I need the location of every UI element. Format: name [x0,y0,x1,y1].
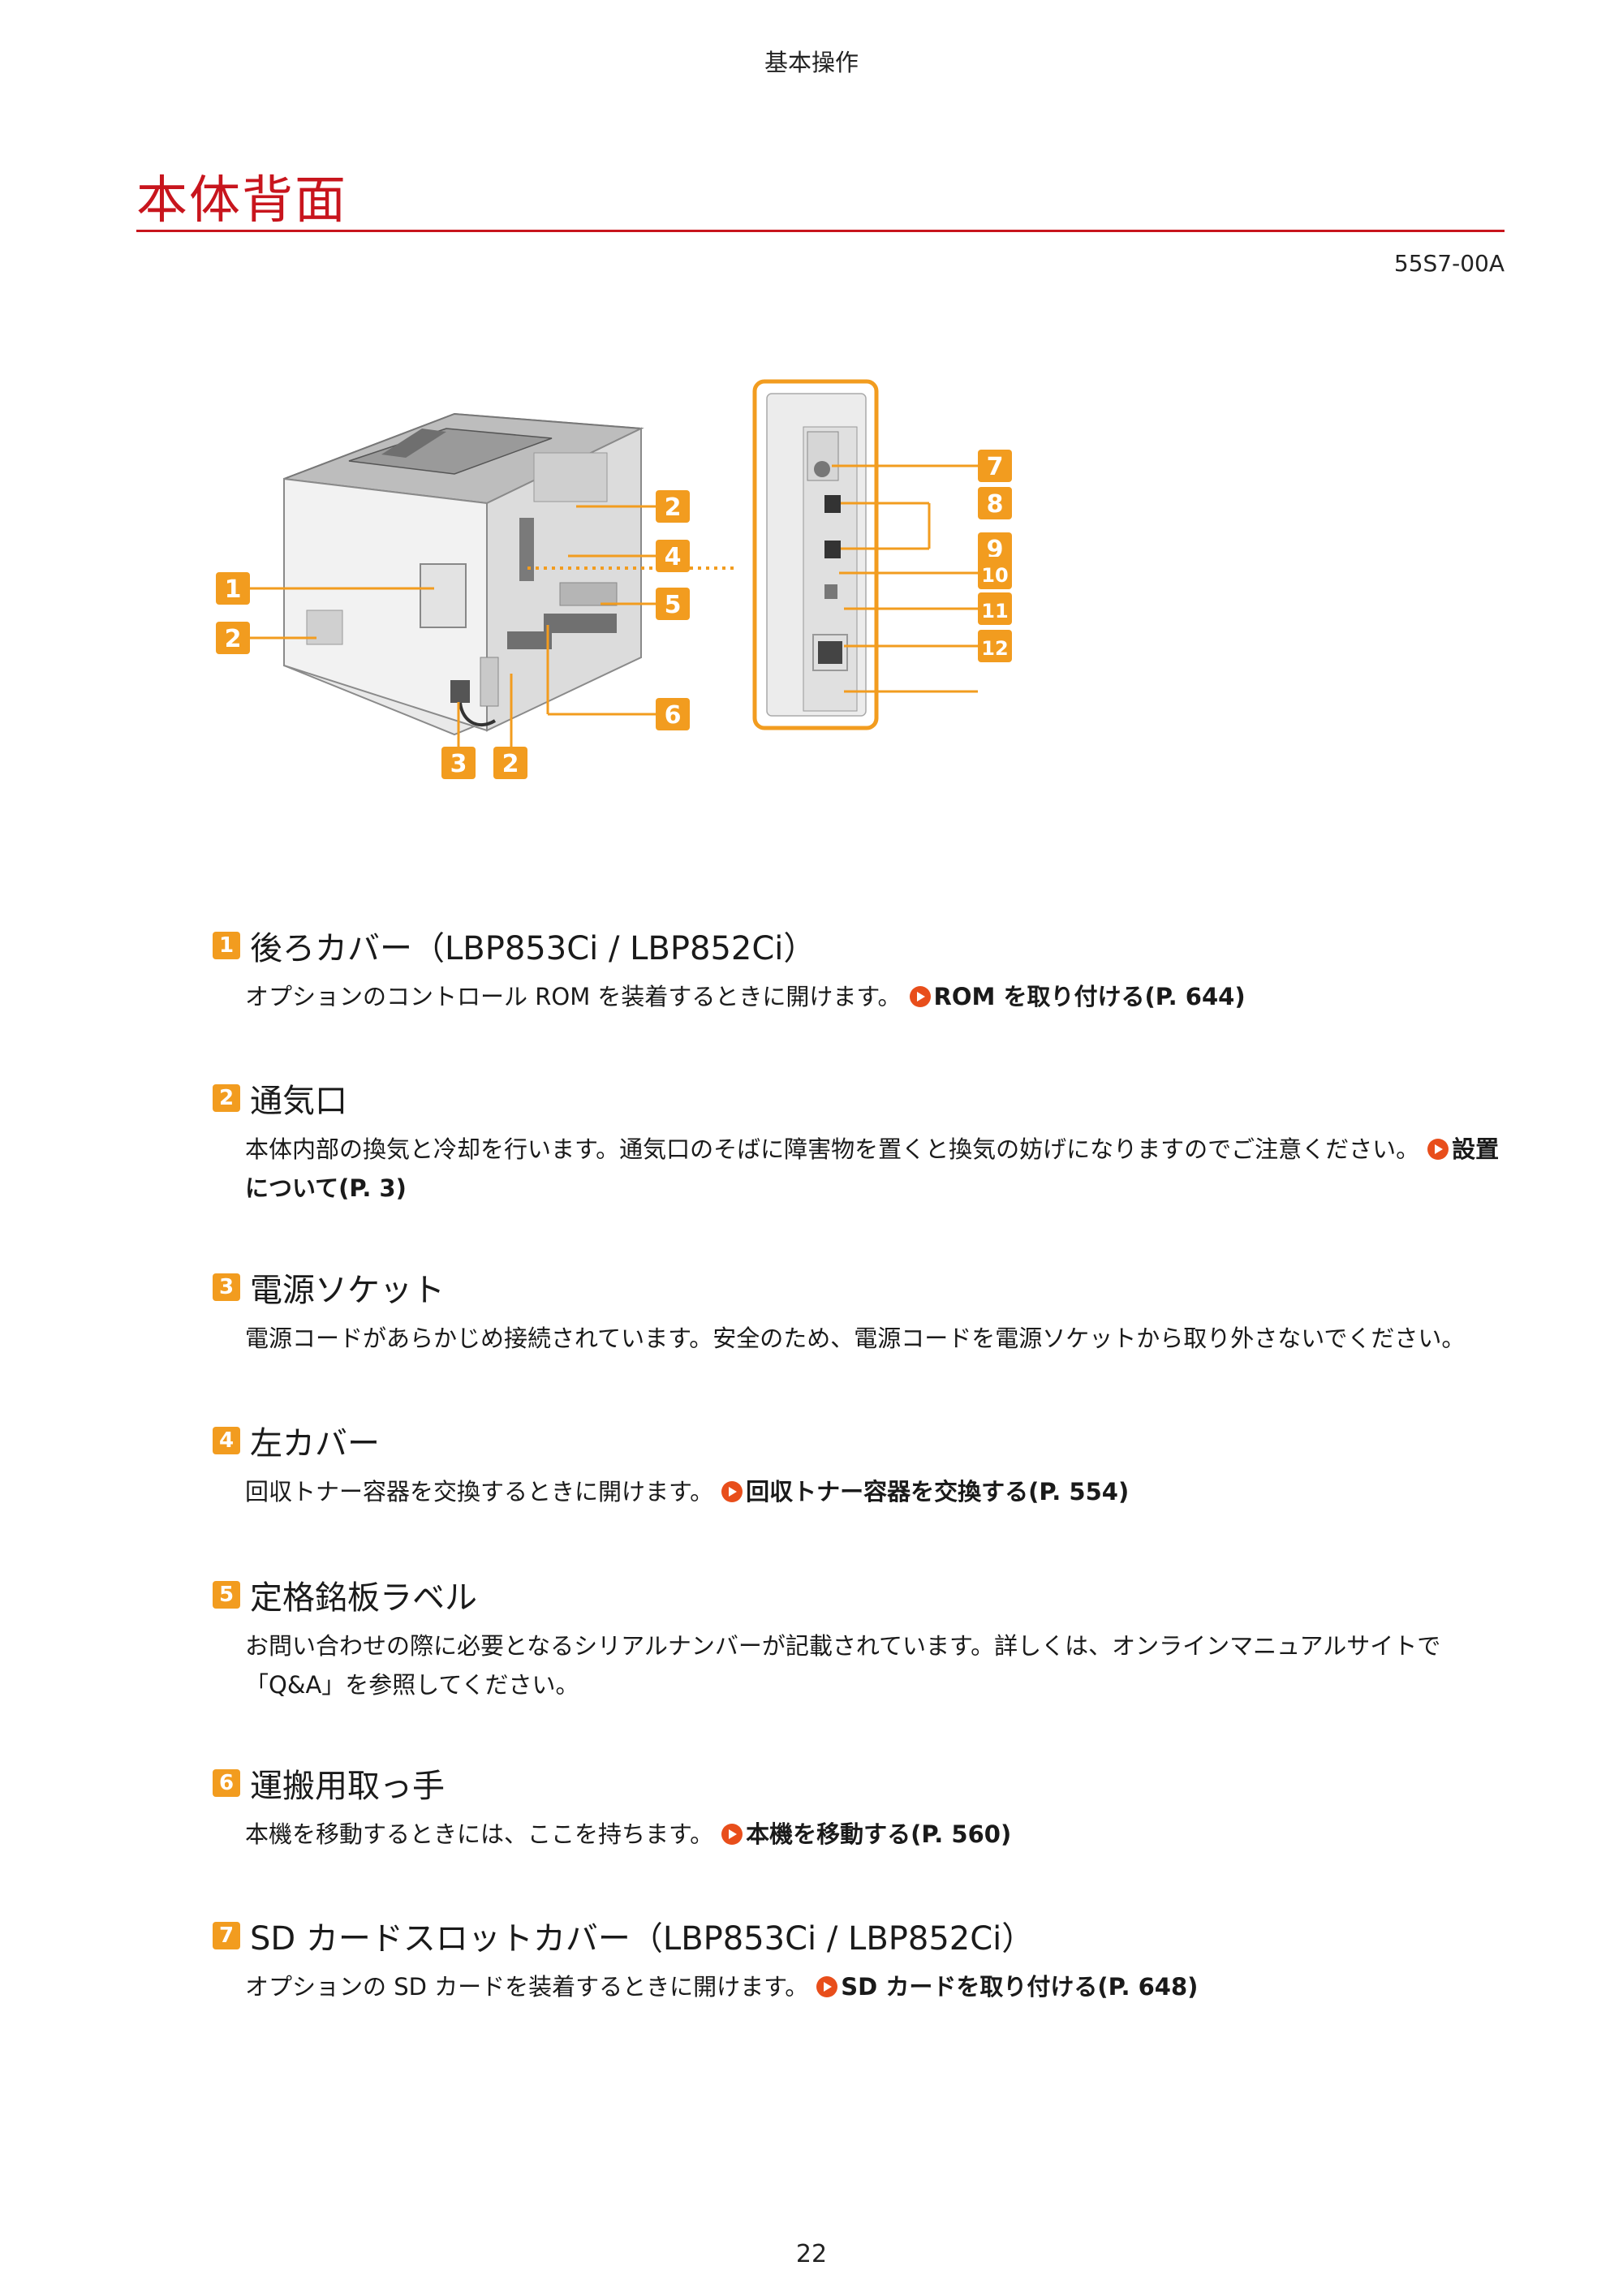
port-detail-panel [752,379,879,730]
link-replace-waste-toner[interactable]: 回収トナー容器を交換する(P. 554) [721,1478,1129,1506]
item-number-badge: 4 [213,1427,240,1454]
link-arrow-icon [721,1824,743,1845]
section-rear-cover: 1 後ろカバー（LBP853Ci / LBP852Ci） オプションのコントロール… [213,925,1511,1016]
svg-text:4: 4 [665,543,682,571]
callout-4: 4 [656,540,690,572]
section-title: 電源ソケット [250,1272,445,1309]
svg-text:1: 1 [225,575,242,604]
link-arrow-icon [909,986,931,1007]
svg-text:2: 2 [502,750,519,778]
item-number-badge: 5 [213,1581,240,1609]
section-title: SD カードスロットカバー（LBP853Ci / LBP852Ci） [250,1920,1035,1958]
callout-5: 5 [656,588,690,620]
section-lift-handles: 6 運搬用取っ手 本機を移動するときには、ここを持ちます。本機を移動する(P. 5… [213,1763,1511,1854]
callout-11: 11 [978,592,1012,625]
svg-text:2: 2 [665,493,682,522]
svg-text:6: 6 [665,701,682,730]
callout-7: 7 [978,450,1012,482]
link-install-sd-card[interactable]: SD カードを取り付ける(P. 648) [816,1973,1198,2001]
callout-10: 10 [978,557,1012,589]
printer-rear-figure: 1 2 2 2 3 4 5 6 7 8 9 10 11 12 [216,379,1012,779]
section-body: オプションのコントロール ROM を装着するときに開けます。ROM を取り付ける… [245,983,1246,1010]
svg-text:2: 2 [225,625,242,653]
svg-text:12: 12 [981,637,1008,660]
title-divider [136,230,1505,232]
link-move-machine[interactable]: 本機を移動する(P. 560) [721,1820,1011,1848]
callout-leaders [250,464,978,747]
section-body: 電源コードがあらかじめ接続されています。安全のため、電源コードを電源ソケットから… [245,1325,1466,1352]
section-rating-label: 5 定格銘板ラベル お問い合わせの際に必要となるシリアルナンバーが記載されています… [213,1574,1511,1704]
item-number-badge: 2 [213,1084,240,1112]
callout-2: 2 [216,622,250,654]
section-title: 運搬用取っ手 [250,1768,445,1805]
svg-text:10: 10 [981,564,1008,587]
callout-3: 3 [441,747,476,779]
section-title: 左カバー [250,1425,380,1462]
page-number: 22 [795,2240,828,2268]
link-arrow-icon [816,1976,838,1997]
callout-badges: 1 2 2 2 3 4 5 6 7 8 9 10 11 12 [216,450,1012,779]
item-number-badge: 6 [213,1769,240,1797]
link-install-rom[interactable]: ROM を取り付ける(P. 644) [909,983,1246,1010]
callout-2: 2 [656,490,690,523]
callout-8: 8 [978,487,1012,519]
section-body: お問い合わせの際に必要となるシリアルナンバーが記載されています。詳しくは、オンラ… [245,1632,1441,1699]
section-body: オプションの SD カードを装着するときに開けます。SD カードを取り付ける(P… [245,1973,1199,2001]
svg-text:8: 8 [987,490,1004,519]
document-id: 55S7-00A [1393,250,1505,277]
item-number-badge: 3 [213,1273,240,1301]
section-body: 本体内部の換気と冷却を行います。通気口のそばに障害物を置くと換気の妨げになります… [245,1135,1500,1202]
section-left-cover: 4 左カバー 回収トナー容器を交換するときに開けます。回収トナー容器を交換する(P… [213,1420,1511,1511]
svg-text:3: 3 [450,750,467,778]
link-arrow-icon [721,1481,743,1502]
svg-text:7: 7 [987,453,1004,481]
section-title: 通気口 [250,1083,347,1120]
section-title: 後ろカバー（LBP853Ci / LBP852Ci） [250,930,816,967]
svg-text:11: 11 [981,600,1008,622]
section-body: 回収トナー容器を交換するときに開けます。回収トナー容器を交換する(P. 554) [245,1478,1130,1506]
callout-1: 1 [216,572,250,605]
section-vent: 2 通気口 本体内部の換気と冷却を行います。通気口のそばに障害物を置くと換気の妨げ… [213,1078,1511,1208]
link-arrow-icon [1427,1139,1449,1160]
section-power-socket: 3 電源ソケット 電源コードがあらかじめ接続されています。安全のため、電源コードを… [213,1267,1511,1358]
running-header: 基本操作 [764,49,859,76]
callout-6: 6 [656,698,690,730]
section-body: 本機を移動するときには、ここを持ちます。本機を移動する(P. 560) [245,1820,1012,1848]
page-title: 本体背面 [136,170,347,230]
section-sd-card-cover: 7 SD カードスロットカバー（LBP853Ci / LBP852Ci） オプショ… [213,1915,1511,2006]
callout-12: 12 [978,630,1012,662]
item-number-badge: 1 [213,932,240,959]
link-installation[interactable]: 設置について(P. 3) [245,1135,1500,1202]
item-number-badge: 7 [213,1922,240,1949]
printer-illustration [283,412,738,736]
svg-text:5: 5 [665,591,682,619]
callout-2: 2 [493,747,527,779]
section-title: 定格銘板ラベル [250,1579,477,1617]
